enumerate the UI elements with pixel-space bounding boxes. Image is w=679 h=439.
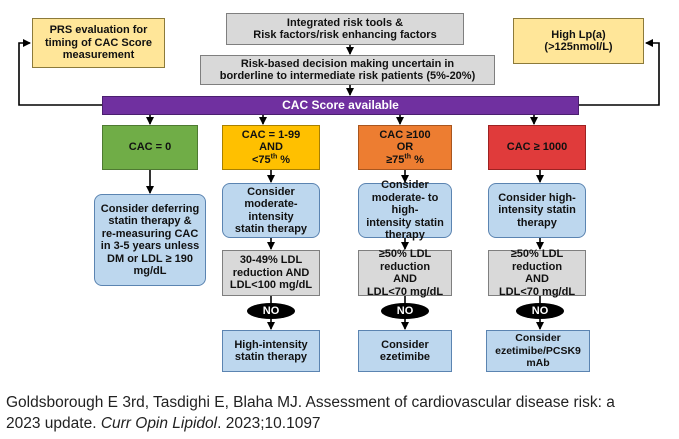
high-intensity-statin-recommendation: Consider high- intensity statin therapy (488, 183, 586, 238)
defer-statin-recommendation: Consider deferring statin therapy & re-m… (94, 194, 206, 286)
cac-score-available-bar: CAC Score available (102, 96, 579, 115)
citation-caption: Goldsborough E 3rd, Tasdighi E, Blaha MJ… (6, 392, 676, 434)
cac-100-line3: ≥75th % (386, 153, 424, 166)
cac-zero-box: CAC = 0 (102, 125, 198, 170)
arrow-cac-to-lpa (579, 39, 660, 106)
cac-100-line1: CAC ≥100 (379, 128, 431, 141)
high-intensity-statin-box: High-intensity statin therapy (222, 330, 320, 372)
ldl-target-50-box-col3: ≥50% LDL reduction AND LDL<70 mg/dL (358, 248, 452, 298)
arrow-cac-to-prs (18, 39, 102, 106)
cac-100-line2: OR (396, 141, 414, 154)
prs-evaluation-box: PRS evaluation for timing of CAC Score m… (32, 18, 165, 68)
cac-100-plus-box: CAC ≥100 OR ≥75th % (358, 125, 452, 170)
no-decision-badge: NO (516, 303, 564, 319)
cac-1-99-line1: CAC = 1-99 (241, 128, 301, 141)
journal-name: Curr Opin Lipidol (100, 415, 218, 432)
no-decision-badge: NO (247, 303, 295, 319)
moderate-high-statin-recommendation: Consider moderate- to high- intensity st… (358, 179, 452, 241)
citation-line1: Goldsborough E 3rd, Tasdighi E, Blaha MJ… (6, 394, 615, 411)
moderate-statin-recommendation: Consider moderate-intensity statin thera… (222, 183, 320, 238)
ldl-target-30-49-box: 30-49% LDL reduction AND LDL<100 mg/dL (222, 250, 320, 296)
consider-ezetimibe-box: Consider ezetimibe (358, 330, 452, 372)
integrated-risk-tools-box: Integrated risk tools & Risk factors/ris… (226, 13, 464, 45)
cac-1-99-line3: <75th % (251, 153, 291, 166)
ldl-target-50-box-col4: ≥50% LDL reduction AND LDL<70 mg/dL (488, 248, 586, 298)
cac-1000-box: CAC ≥ 1000 (488, 125, 586, 170)
ezetimibe-pcsk9-box: Consider ezetimibe/PCSK9 mAb (486, 330, 590, 372)
cac-1-99-box: CAC = 1-99 AND <75th % (222, 125, 320, 170)
cac-1-99-line2: AND (259, 141, 283, 154)
citation-line2: 2023 update. Curr Opin Lipidol. 2023;10.… (6, 415, 321, 432)
no-decision-badge: NO (381, 303, 429, 319)
flowchart: PRS evaluation for timing of CAC Score m… (18, 13, 660, 372)
connector-lines (18, 39, 660, 330)
risk-based-decision-box: Risk-based decision making uncertain in … (200, 55, 495, 85)
high-lpa-box: High Lp(a) (>125nmol/L) (513, 18, 644, 64)
